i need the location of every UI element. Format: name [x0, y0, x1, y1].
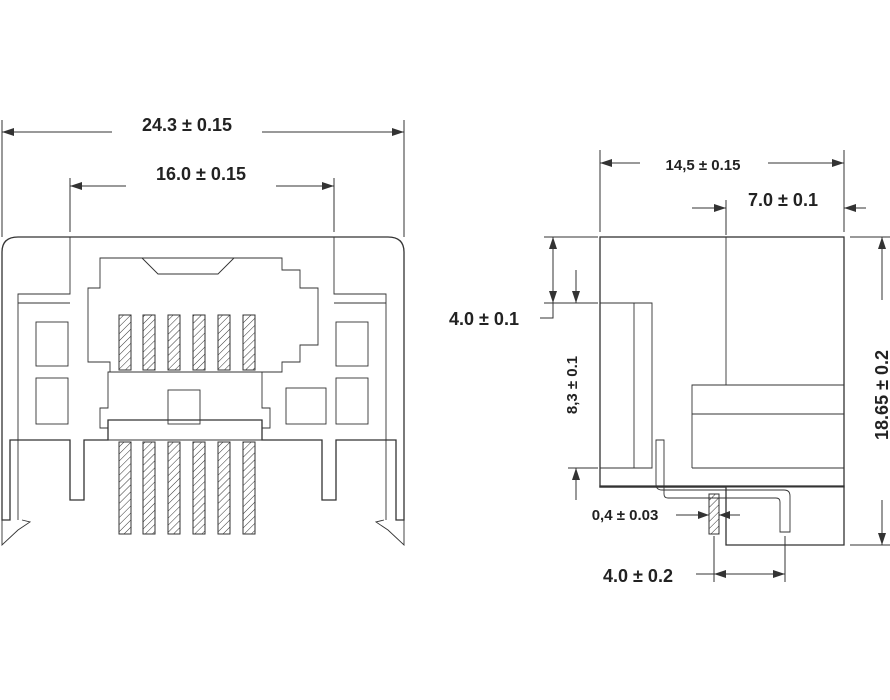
front-right-bezel: [333, 237, 387, 520]
dim-port-height: 8,3 ± 0.1: [564, 270, 598, 500]
pin-top-4: [192, 314, 206, 371]
dim-overall-width: 24.3 ± 0.15: [1, 115, 405, 237]
dim-rear-depth: 7.0 ± 0.1: [692, 190, 866, 235]
label-side-depth: 14,5 ± 0.15: [666, 157, 741, 174]
led-window-bottom-right: [335, 377, 369, 425]
led-window-bottom-left: [35, 377, 69, 425]
side-view: 14,5 ± 0.15 7.0 ± 0.1 4.0 ± 0.1: [449, 150, 890, 586]
carrier-window: [167, 389, 201, 425]
label-pin-thickness: 0,4 ± 0.03: [592, 507, 659, 524]
label-overall-width: 24.3 ± 0.15: [142, 115, 232, 135]
dim-port-top-offset: 4.0 ± 0.1: [449, 236, 598, 329]
pin-top-6: [242, 314, 256, 371]
label-port-width: 16.0 ± 0.15: [156, 164, 246, 184]
pin-carrier: [99, 371, 271, 441]
bent-contact-lead: [655, 439, 791, 533]
right-side-block: [285, 387, 327, 425]
pin-bottom-3: [167, 441, 181, 535]
pin-bottom-6: [242, 441, 256, 535]
dim-overall-height: 18.65 ± 0.2: [850, 236, 890, 546]
side-housing: [599, 236, 845, 488]
pin-bottom-4: [192, 441, 206, 535]
dim-port-width: 16.0 ± 0.15: [69, 164, 335, 232]
dim-pin-thickness: 0,4 ± 0.03: [592, 507, 740, 524]
left-clip: [1, 519, 32, 547]
pin-top-2: [142, 314, 156, 371]
side-port-cavity: [600, 302, 653, 469]
right-clip: [374, 519, 405, 547]
label-port-height: 8,3 ± 0.1: [564, 356, 581, 414]
dim-side-depth: 14,5 ± 0.15: [599, 150, 845, 232]
label-port-top-offset: 4.0 ± 0.1: [449, 309, 519, 329]
front-housing-outline: [1, 236, 405, 521]
port-opening: [87, 257, 319, 373]
pin-bottom-1: [118, 441, 132, 535]
pin-top-3: [167, 314, 181, 371]
pin-leg: [708, 493, 720, 535]
pin-top-1: [118, 314, 132, 371]
led-window-top-left: [35, 321, 69, 367]
contact-pins-top: [118, 314, 256, 371]
latch-notch: [141, 257, 235, 275]
front-view: 24.3 ± 0.15 16.0 ± 0.15: [1, 115, 405, 547]
contact-pins-bottom: [118, 441, 256, 535]
side-rear-block: [691, 384, 844, 468]
pin-bottom-2: [142, 441, 156, 535]
label-overall-height: 18.65 ± 0.2: [872, 350, 890, 440]
front-left-bezel: [17, 237, 71, 520]
led-window-top-right: [335, 321, 369, 367]
pin-bottom-5: [217, 441, 231, 535]
dim-pin-offset: 4.0 ± 0.2: [603, 536, 786, 586]
label-rear-depth: 7.0 ± 0.1: [748, 190, 818, 210]
pin-top-5: [217, 314, 231, 371]
label-pin-offset: 4.0 ± 0.2: [603, 566, 673, 586]
